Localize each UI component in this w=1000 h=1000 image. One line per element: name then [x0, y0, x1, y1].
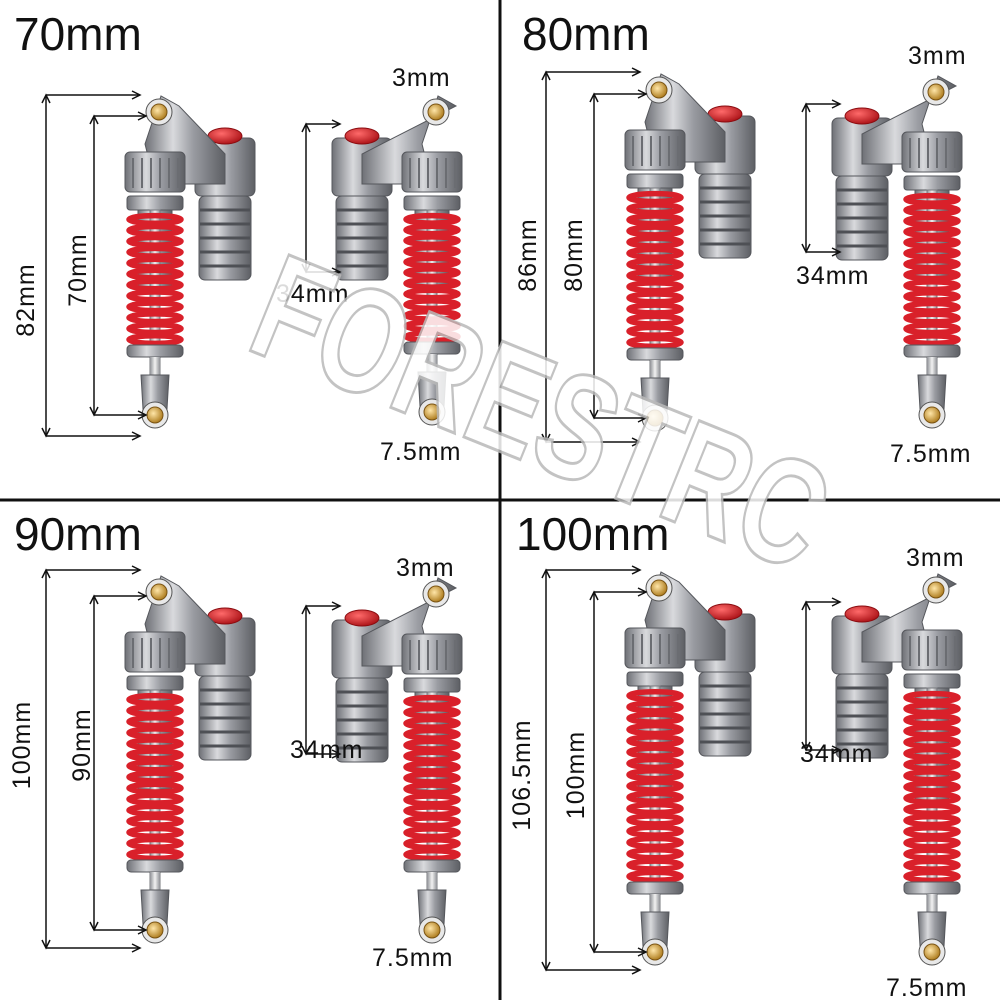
red-cap: [844, 107, 880, 125]
reservoir-length-label: 34mm: [800, 740, 873, 768]
spring-retainer: [626, 881, 684, 895]
dimension-line: [589, 590, 599, 954]
shock-absorber: [624, 571, 756, 966]
top-hole-label: 3mm: [392, 64, 451, 92]
adjuster-collar: [126, 195, 184, 211]
panel-title-70: 70mm: [14, 8, 142, 60]
bottom-hole-label: 7.5mm: [380, 438, 461, 466]
adjuster-collar: [626, 173, 684, 189]
adjuster-collar: [126, 675, 184, 691]
spring-retainer: [903, 881, 961, 895]
shock-absorber: [124, 575, 256, 944]
eye-to-eye-label: 70mm: [64, 233, 92, 306]
spring-retainer: [126, 859, 184, 873]
coil-spring: [903, 690, 961, 884]
bottom-hole-label: 7.5mm: [886, 974, 967, 1000]
overall-length-label: 106.5mm: [508, 719, 536, 830]
dimension-line: [801, 102, 811, 254]
panel-100mm: [541, 565, 963, 975]
coil-spring: [903, 192, 961, 347]
top-hole-label: 3mm: [906, 544, 965, 572]
overall-length-label: 100mm: [8, 701, 36, 789]
shock-absorber: [331, 95, 463, 426]
shock-absorber: [624, 73, 756, 432]
adjuster-collar: [403, 677, 461, 693]
overall-length-label: 82mm: [12, 263, 40, 336]
eye-to-eye-label: 90mm: [68, 708, 96, 781]
dimension-line: [801, 600, 811, 752]
piggyback-reservoir: [194, 607, 256, 761]
coil-spring: [403, 694, 461, 862]
adjuster-collar: [903, 673, 961, 689]
spring-retainer: [626, 347, 684, 361]
dimension-line: [41, 93, 51, 438]
reservoir-length-label: 34mm: [276, 280, 349, 308]
red-cap: [344, 609, 380, 627]
coil-spring: [626, 688, 684, 884]
overall-length-label: 86mm: [514, 218, 542, 291]
eye-to-eye-label: 100mm: [562, 731, 590, 819]
reservoir-length-label: 34mm: [796, 262, 869, 290]
panel-title-90: 90mm: [14, 508, 142, 560]
coil-spring: [126, 692, 184, 862]
adjuster-collar: [903, 175, 961, 191]
adjuster-collar: [626, 671, 684, 687]
dimension-line: [541, 568, 551, 972]
shock-absorber: [124, 95, 256, 429]
red-cap: [344, 127, 380, 145]
spring-retainer: [903, 344, 961, 358]
coil-spring: [126, 212, 184, 347]
reservoir-length-label: 34mm: [290, 736, 363, 764]
panel-90mm: [41, 565, 463, 953]
panel-title-80: 80mm: [522, 8, 650, 60]
panel-80mm: [541, 67, 963, 447]
red-cap: [844, 605, 880, 623]
top-hole-label: 3mm: [908, 42, 967, 70]
adjuster-collar: [403, 195, 461, 211]
shock-absorber: [831, 573, 963, 966]
shock-absorber: [831, 75, 963, 429]
eye-to-eye-label: 80mm: [560, 218, 588, 291]
dimension-line: [41, 568, 51, 950]
dimension-line: [301, 604, 311, 756]
top-hole-label: 3mm: [396, 554, 455, 582]
panel-title-100: 100mm: [516, 508, 669, 560]
coil-spring: [626, 190, 684, 350]
spring-retainer: [403, 859, 461, 873]
bottom-hole-label: 7.5mm: [890, 440, 971, 468]
shock-absorber: [331, 577, 463, 944]
bottom-hole-label: 7.5mm: [372, 944, 453, 972]
coil-spring: [403, 212, 461, 344]
panel-70mm: [41, 90, 463, 441]
spring-retainer: [126, 344, 184, 358]
